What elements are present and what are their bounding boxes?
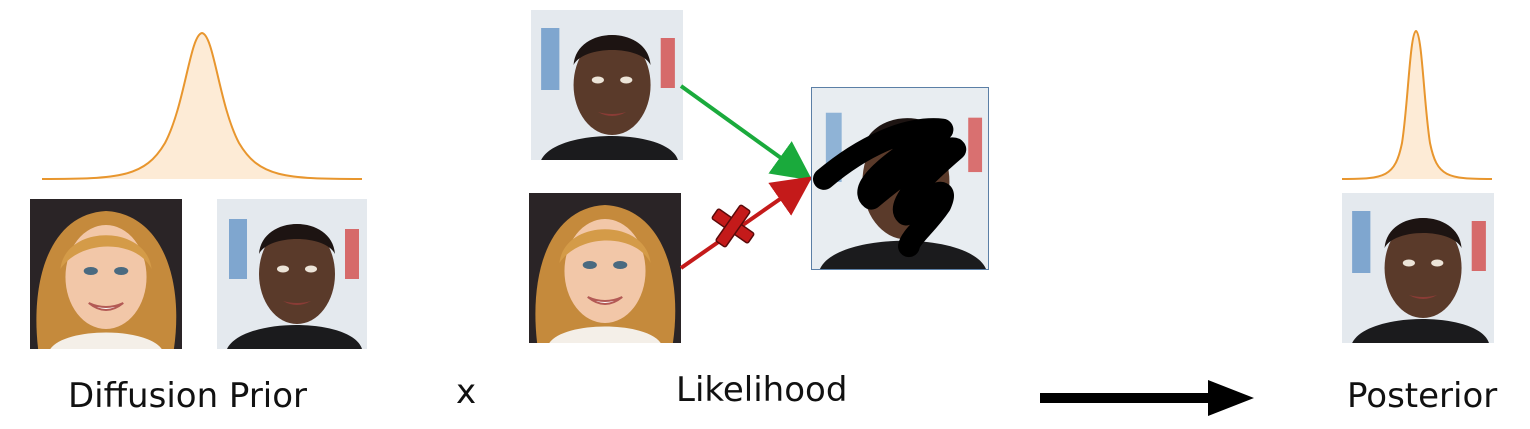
prior-label: Diffusion Prior	[68, 376, 308, 416]
prior-curve-line	[41, 31, 363, 180]
likelihood-candidate-man-portrait	[531, 10, 683, 160]
prior-sample-woman-portrait	[30, 199, 182, 349]
posterior-label: Posterior	[1347, 376, 1498, 416]
match-arrow	[679, 84, 813, 181]
measurement-masked-portrait	[811, 87, 989, 270]
posterior-curve-fill	[1342, 31, 1492, 179]
prior-sample-man-portrait	[217, 199, 367, 349]
posterior-bell-curve-icon	[1341, 29, 1493, 180]
likelihood-label: Likelihood	[676, 370, 848, 410]
posterior-curve-line	[1341, 29, 1493, 180]
prior-bell-curve-icon	[41, 31, 363, 180]
reject-arrow	[679, 176, 813, 270]
multiply-symbol: x	[456, 372, 477, 412]
reject-x-mark-icon	[711, 204, 755, 248]
scribble-mask	[812, 118, 967, 258]
prior-curve-fill	[42, 33, 362, 179]
likelihood-candidate-woman-portrait	[529, 193, 681, 343]
result-right-arrow-icon	[1040, 380, 1254, 416]
posterior-sample-man-portrait	[1342, 193, 1494, 343]
